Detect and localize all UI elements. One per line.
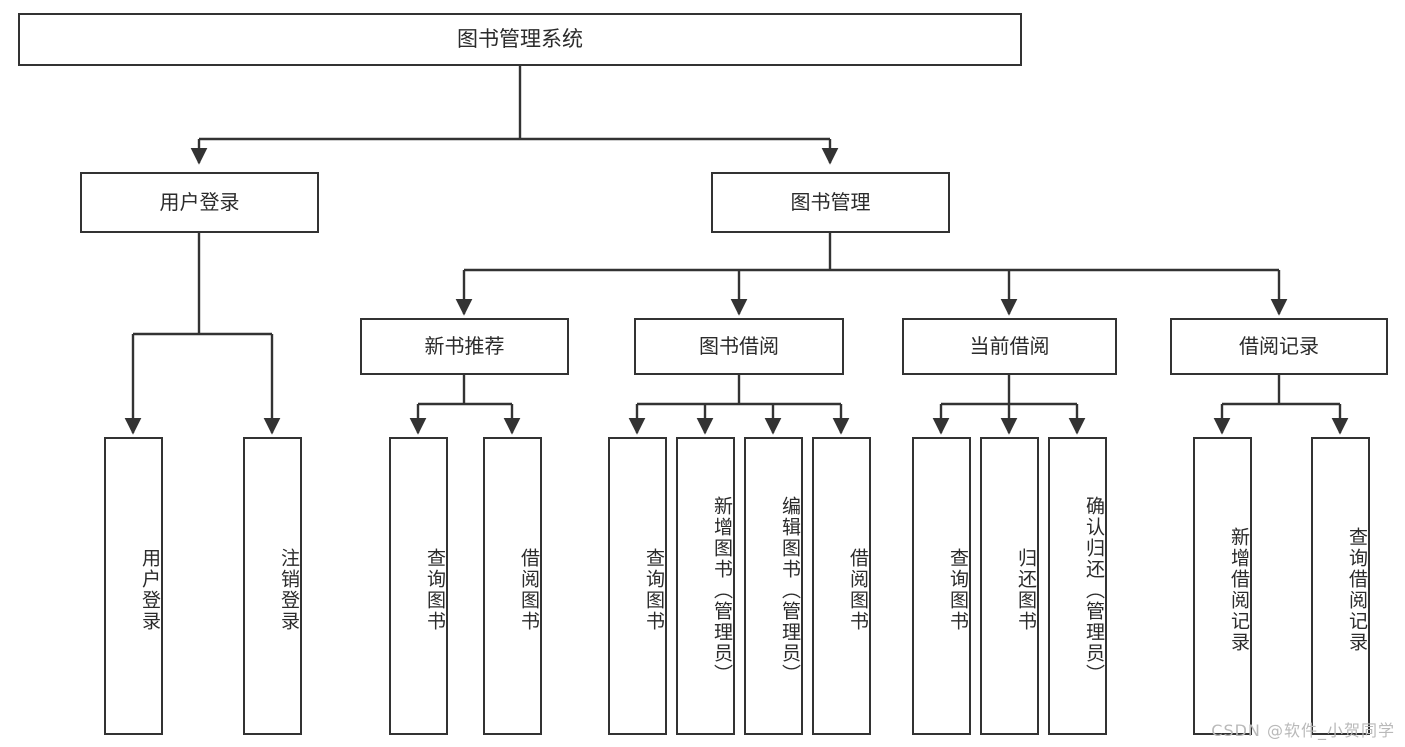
node-label: 用户登录 — [159, 189, 240, 214]
node-label: 新增借阅记录 — [1228, 527, 1250, 653]
leaf-edit-book-admin[interactable]: 编辑图书（管理员） — [744, 437, 803, 735]
node-label: 编辑图书（管理员） — [779, 495, 801, 685]
node-label: 用户登录 — [139, 548, 161, 632]
node-book-borrow[interactable]: 图书借阅 — [634, 318, 844, 375]
node-label: 查询借阅记录 — [1346, 527, 1368, 653]
leaf-query-book-current[interactable]: 查询图书 — [912, 437, 971, 735]
node-label: 查询图书 — [643, 548, 665, 632]
node-user-login[interactable]: 用户登录 — [80, 172, 319, 233]
leaf-user-logout[interactable]: 注销登录 — [243, 437, 302, 735]
node-label: 查询图书 — [424, 548, 446, 632]
node-label: 图书管理系统 — [457, 27, 583, 52]
leaf-query-book-recommend[interactable]: 查询图书 — [389, 437, 448, 735]
leaf-user-login[interactable]: 用户登录 — [104, 437, 163, 735]
node-root-book-management-system[interactable]: 图书管理系统 — [18, 13, 1022, 66]
node-label: 借阅记录 — [1239, 333, 1319, 358]
leaf-add-book-admin[interactable]: 新增图书（管理员） — [676, 437, 735, 735]
node-new-book-recommend[interactable]: 新书推荐 — [360, 318, 569, 375]
leaf-confirm-return-admin[interactable]: 确认归还（管理员） — [1048, 437, 1107, 735]
node-label: 图书管理 — [790, 189, 871, 214]
leaf-borrow-book[interactable]: 借阅图书 — [812, 437, 871, 735]
leaf-borrow-book-recommend[interactable]: 借阅图书 — [483, 437, 542, 735]
node-label: 新增图书（管理员） — [711, 495, 733, 685]
leaf-return-book[interactable]: 归还图书 — [980, 437, 1039, 735]
node-label: 图书借阅 — [699, 333, 779, 358]
node-label: 查询图书 — [947, 548, 969, 632]
node-label: 当前借阅 — [969, 333, 1050, 358]
node-current-borrow[interactable]: 当前借阅 — [902, 318, 1117, 375]
node-book-manage[interactable]: 图书管理 — [711, 172, 950, 233]
node-label: 确认归还（管理员） — [1083, 495, 1105, 685]
node-label: 借阅图书 — [518, 548, 540, 632]
leaf-query-book-borrow[interactable]: 查询图书 — [608, 437, 667, 735]
leaf-add-borrow-record[interactable]: 新增借阅记录 — [1193, 437, 1252, 735]
node-label: 注销登录 — [278, 548, 300, 632]
node-label: 借阅图书 — [847, 548, 869, 632]
node-label: 新书推荐 — [424, 333, 505, 358]
node-borrow-record[interactable]: 借阅记录 — [1170, 318, 1388, 375]
leaf-query-borrow-record[interactable]: 查询借阅记录 — [1311, 437, 1370, 735]
node-label: 归还图书 — [1015, 548, 1037, 632]
